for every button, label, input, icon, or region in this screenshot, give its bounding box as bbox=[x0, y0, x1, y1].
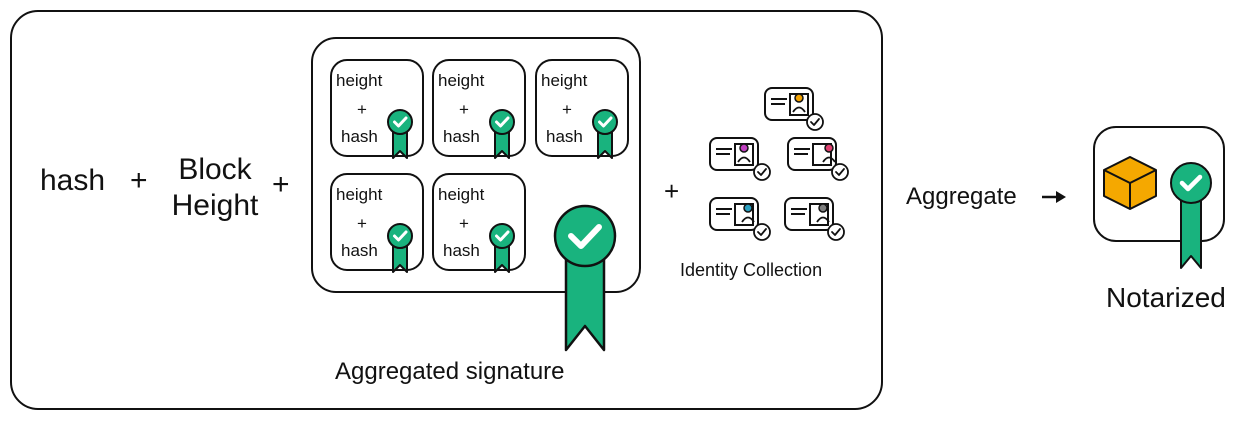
cell-hash-label: hash bbox=[341, 241, 378, 260]
cell-hash-label: hash bbox=[546, 127, 583, 146]
cell-plus-label: + bbox=[459, 100, 469, 119]
arrow-right-icon bbox=[1042, 191, 1066, 203]
cell-height-label: height bbox=[438, 71, 485, 90]
signature-cell bbox=[432, 59, 526, 160]
aggregate-label: Aggregate bbox=[906, 183, 1017, 210]
plus-sign: + bbox=[664, 176, 680, 206]
cell-hash-label: hash bbox=[443, 127, 480, 146]
cell-hash-label: hash bbox=[443, 241, 480, 260]
cell-plus-label: + bbox=[459, 214, 469, 233]
block-label: Block bbox=[178, 153, 252, 186]
hash-label: hash bbox=[40, 164, 106, 197]
cell-height-label: height bbox=[336, 71, 383, 90]
identity-collection-label: Identity Collection bbox=[680, 260, 823, 280]
cube-icon bbox=[1103, 156, 1157, 210]
height-label: Height bbox=[171, 189, 259, 222]
plus-sign: + bbox=[272, 168, 290, 201]
id-card-icon bbox=[709, 137, 771, 181]
id-card-icon bbox=[784, 197, 845, 241]
notarized-ribbon-icon bbox=[1170, 162, 1212, 269]
cell-height-label: height bbox=[336, 185, 383, 204]
cell-plus-label: + bbox=[357, 100, 367, 119]
cell-plus-label: + bbox=[562, 100, 572, 119]
cell-hash-label: hash bbox=[341, 127, 378, 146]
cell-height-label: height bbox=[438, 185, 485, 204]
signature-cell bbox=[330, 173, 424, 274]
aggregated-ribbon-icon bbox=[553, 204, 617, 352]
cell-height-label: height bbox=[541, 71, 588, 90]
plus-sign: + bbox=[130, 164, 148, 197]
notarized-label: Notarized bbox=[1106, 282, 1226, 313]
id-card-icon bbox=[709, 197, 771, 241]
signature-cell bbox=[330, 59, 424, 160]
block-height-label: Block Height bbox=[160, 152, 270, 224]
signature-cell bbox=[535, 59, 629, 160]
aggregated-signature-caption: Aggregated signature bbox=[335, 358, 565, 385]
signature-cell bbox=[432, 173, 526, 274]
id-card-icon bbox=[787, 137, 849, 181]
cell-plus-label: + bbox=[357, 214, 367, 233]
outer-frame bbox=[10, 10, 883, 410]
id-card-icon bbox=[764, 87, 824, 131]
